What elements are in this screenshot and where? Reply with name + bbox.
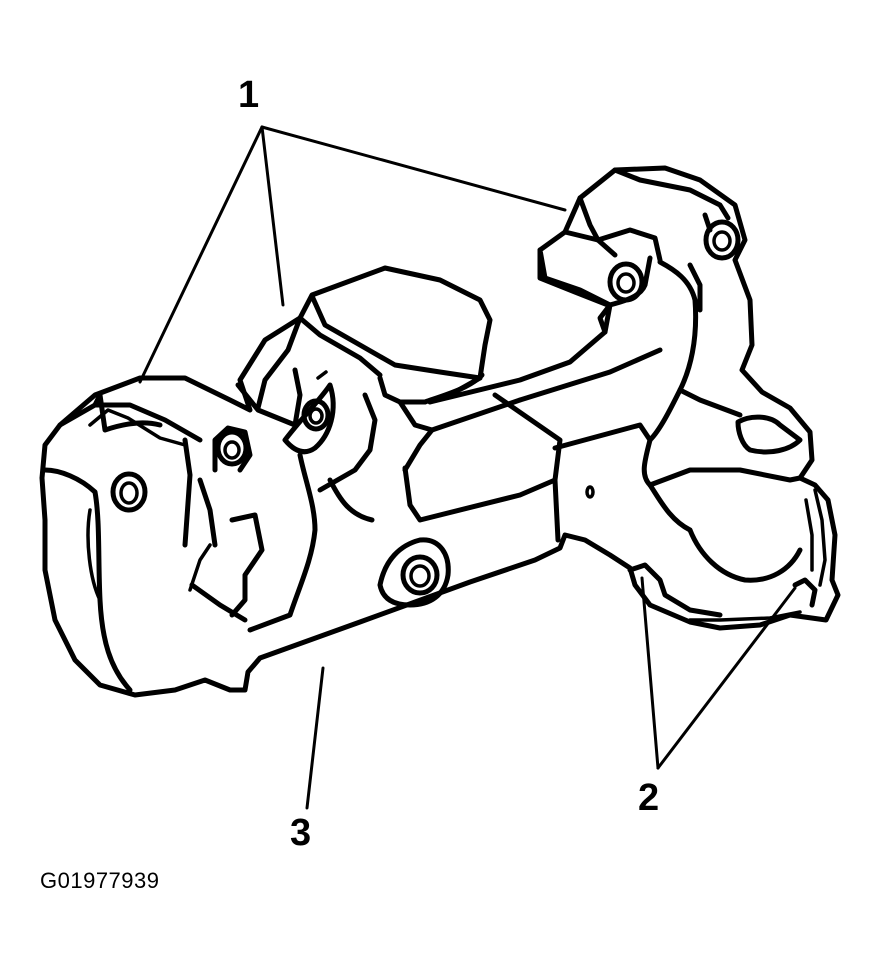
leader-line-2a <box>640 576 660 770</box>
leader-line-1c <box>260 125 567 212</box>
leader-line-1a <box>138 125 264 384</box>
callout-1: 1 <box>238 74 259 116</box>
leader-line-2b <box>656 586 797 770</box>
leader-line-1b <box>260 125 285 307</box>
manifold-body <box>39 165 841 698</box>
callout-3: 3 <box>290 812 311 854</box>
callout-2: 2 <box>638 777 659 819</box>
leader-line-3 <box>305 666 325 810</box>
leader-lines <box>138 125 797 810</box>
figure-id: G01977939 <box>40 868 160 893</box>
